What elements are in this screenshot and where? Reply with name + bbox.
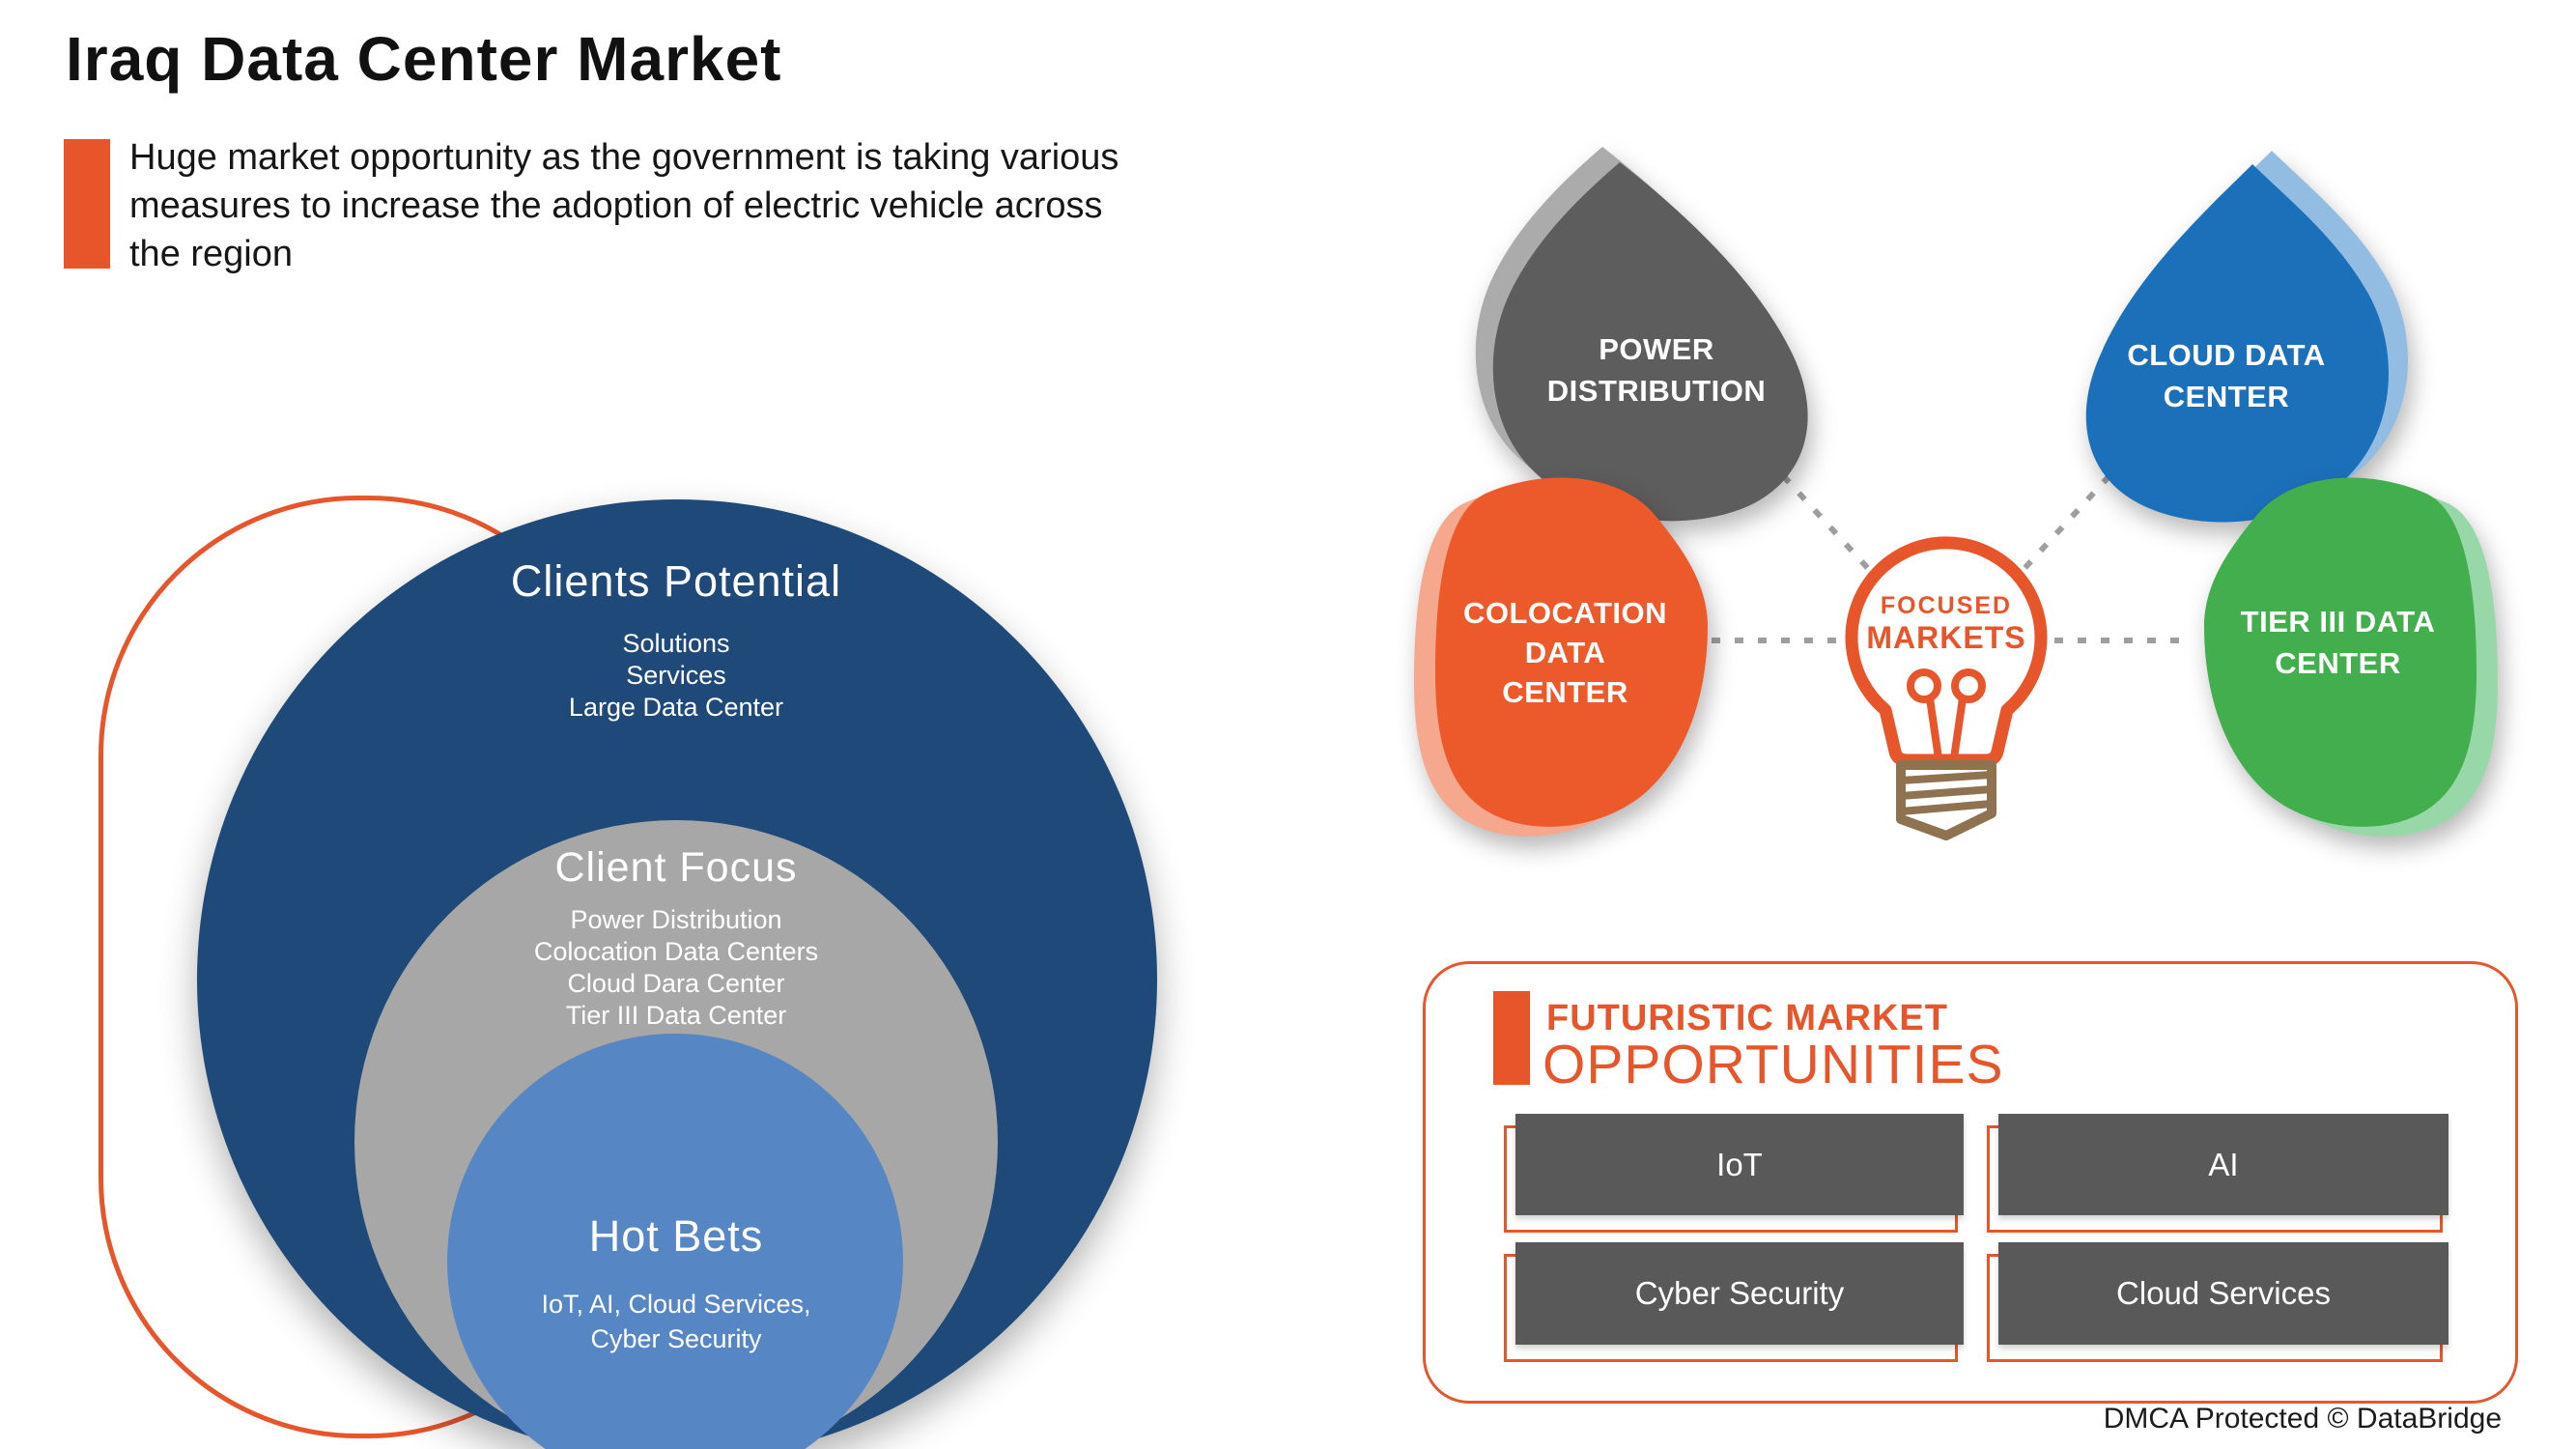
- label-line: COLOCATION: [1462, 596, 1668, 630]
- venn-middle-items: Power Distribution Colocation Data Cente…: [386, 904, 966, 1032]
- label-colocation-data-center: COLOCATION DATA CENTER: [1428, 593, 1703, 712]
- label-line: CENTER: [2163, 380, 2290, 413]
- bulb-base: [1896, 760, 1996, 840]
- blob-colocation-data-center-body: [1435, 477, 1708, 827]
- venn-outer-title: Clients Potential: [510, 556, 842, 606]
- venn-circle-hot-bets: [447, 1034, 903, 1449]
- venn-middle-title: Client Focus: [554, 844, 798, 891]
- opportunities-accent-bar: [1493, 991, 1530, 1085]
- venn-outer-item: Solutions: [622, 629, 730, 658]
- dmca-protection-notice: DMCA Protected © DataBridge: [2103, 1403, 2502, 1435]
- label-cloud-data-center: CLOUD DATA CENTER: [2072, 334, 2381, 417]
- blob-tier-iii-data-center: [2204, 477, 2498, 837]
- label-power-distribution: POWER DISTRIBUTION: [1502, 328, 1811, 412]
- label-tier-iii-data-center: TIER III DATA CENTER: [2191, 601, 2485, 684]
- label-line: DISTRIBUTION: [1546, 374, 1767, 408]
- venn-outer-item: Services: [626, 661, 726, 690]
- focused-markets-label-line2: MARKETS: [1866, 620, 2026, 655]
- venn-outer-items: Solutions Services Large Data Center: [435, 628, 918, 724]
- futuristic-opportunities-panel: FUTURISTIC MARKET OPPORTUNITIES IoT AI C…: [1423, 961, 2518, 1404]
- opportunity-box-cyber-security: Cyber Security: [1504, 1242, 1964, 1362]
- bulb-filament: [1907, 668, 1986, 759]
- label-line: DATA: [1524, 636, 1606, 669]
- venn-middle-item: Tier III Data Center: [565, 1001, 787, 1030]
- venn-middle-item: Power Distribution: [570, 905, 782, 934]
- opportunity-box-ai: AI: [1987, 1114, 2449, 1233]
- opportunities-heading-line2: OPPORTUNITIES: [1543, 1034, 2004, 1095]
- opportunities-heading-line1: FUTURISTIC MARKET: [1546, 998, 1948, 1038]
- blob-colocation-data-center: [1414, 477, 1708, 837]
- blob-tier-iii-data-center-body: [2204, 477, 2477, 827]
- subtitle-line: Huge market opportunity as the governmen…: [129, 137, 1119, 178]
- subtitle-accent-bar: [64, 139, 110, 269]
- venn-inner-title: Hot Bets: [588, 1211, 764, 1261]
- venn-middle-item: Cloud Dara Center: [567, 969, 785, 998]
- page-subtitle: Huge market opportunity as the governmen…: [129, 133, 1118, 278]
- venn-inner-item: Cyber Security: [590, 1324, 762, 1353]
- venn-outer-item: Large Data Center: [568, 693, 784, 722]
- bulb-glass-outline: [1845, 536, 2048, 767]
- blob-cloud-data-center: [2085, 151, 2408, 523]
- blob-cloud-data-center-body: [2085, 164, 2389, 523]
- focused-markets-label-line1: FOCUSED: [1880, 592, 2013, 619]
- opportunity-box-cloud-services: Cloud Services: [1987, 1242, 2449, 1362]
- page-title: Iraq Data Center Market: [66, 24, 782, 94]
- label-line: POWER: [1599, 332, 1714, 366]
- venn-inner-item: IoT, AI, Cloud Services,: [541, 1290, 811, 1319]
- label-line: CENTER: [2275, 646, 2401, 680]
- opportunity-box-iot: IoT: [1504, 1114, 1964, 1233]
- subtitle-line: measures to increase the adoption of ele…: [129, 185, 1103, 226]
- venn-inner-items: IoT, AI, Cloud Services, Cyber Security: [435, 1287, 918, 1356]
- blob-power-distribution: [1475, 147, 1808, 522]
- label-line: CLOUD DATA: [2127, 338, 2326, 372]
- subtitle-line: the region: [129, 234, 294, 274]
- venn-middle-item: Colocation Data Centers: [533, 937, 819, 966]
- blob-power-distribution-body: [1492, 162, 1808, 522]
- label-line: TIER III DATA: [2240, 605, 2436, 639]
- label-line: CENTER: [1502, 675, 1628, 709]
- lightbulb-icon: [1845, 536, 2048, 840]
